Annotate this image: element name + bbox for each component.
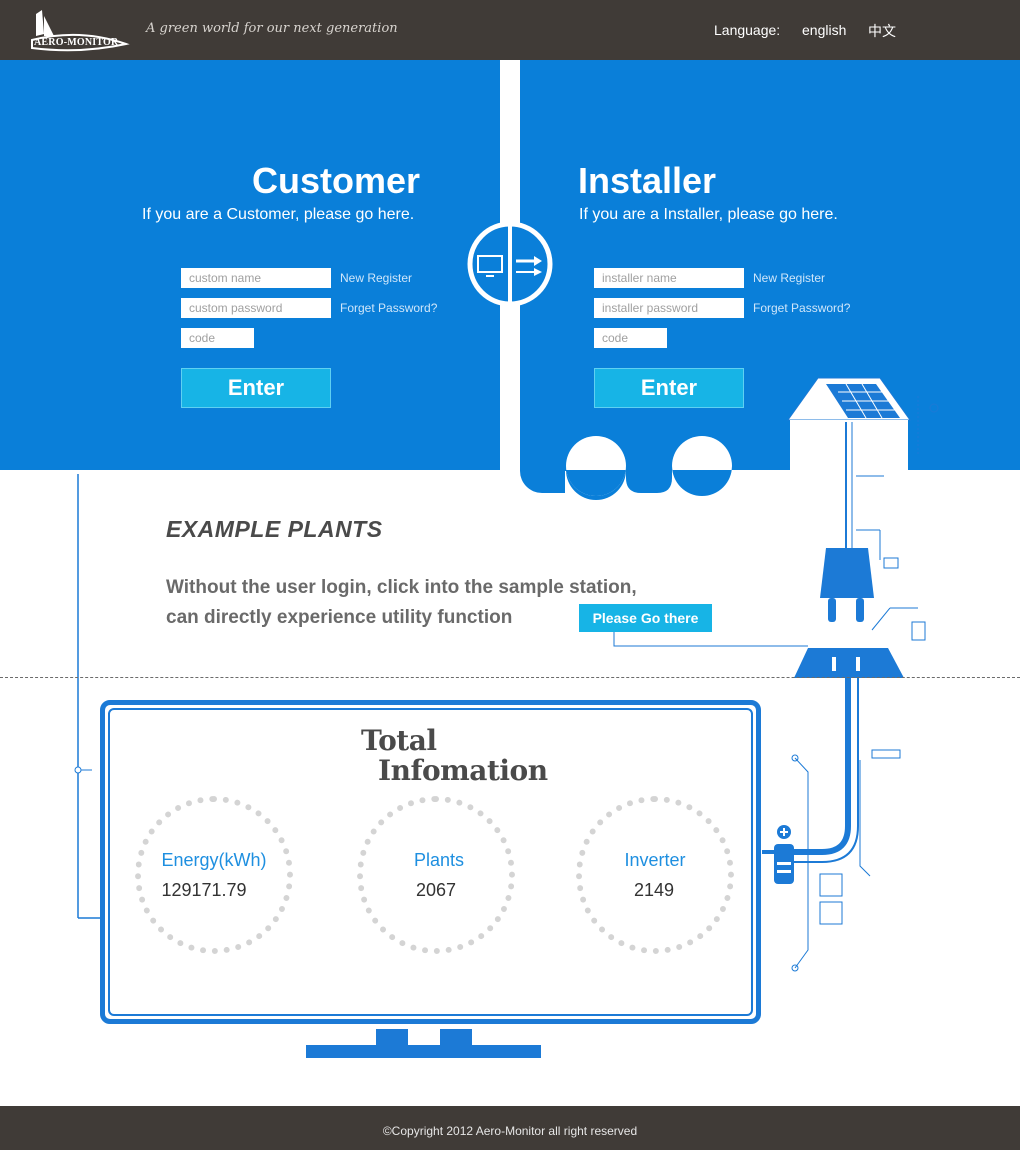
- customer-subtitle: If you are a Customer, please go here.: [142, 206, 415, 223]
- energy-stat-circle: [135, 796, 293, 954]
- panel-decoration: [520, 470, 565, 493]
- copyright-text: ©Copyright 2012 Aero-Monitor all right r…: [382, 1124, 638, 1138]
- inverter-stat-label: Inverter: [624, 850, 686, 870]
- customer-forget-password-link[interactable]: Forget Password?: [340, 301, 438, 315]
- energy-stat-label: Energy(kWh): [161, 850, 267, 870]
- customer-enter-button[interactable]: Enter: [181, 368, 331, 408]
- monitor-screen: [108, 708, 753, 1016]
- monitor-stand: [306, 1045, 541, 1058]
- monitor-neck-right: [440, 1029, 472, 1046]
- installer-enter-button[interactable]: Enter: [594, 368, 744, 408]
- example-description-line2: can directly experience utility function: [166, 607, 513, 628]
- installer-password-input[interactable]: [594, 298, 744, 318]
- logo-text: AERO-MONITOR: [34, 37, 119, 48]
- panel-divider: [500, 60, 520, 224]
- customer-panel: [0, 60, 500, 470]
- customer-name-input[interactable]: [181, 268, 331, 288]
- customer-password-input[interactable]: [181, 298, 331, 318]
- example-plants-title: EXAMPLE PLANTS: [166, 516, 383, 542]
- installer-panel: [520, 60, 1020, 470]
- tagline: A green world for our next generation: [146, 21, 398, 36]
- plants-stat-label: Plants: [413, 850, 465, 870]
- total-info-title-line1: Total: [361, 724, 437, 757]
- inverter-stat-value: 2149: [633, 880, 675, 900]
- footer-bar: [0, 1106, 1020, 1150]
- total-info-title-line2: Infomation: [378, 754, 548, 787]
- monitor-neck-left: [376, 1029, 408, 1046]
- example-description-line1: Without the user login, click into the s…: [166, 577, 637, 598]
- installer-title: Installer: [578, 160, 717, 201]
- customer-title: Customer: [252, 160, 421, 201]
- installer-subtitle: If you are a Installer, please go here.: [579, 206, 838, 223]
- plants-stat-value: 2067: [415, 880, 457, 900]
- language-english-link[interactable]: english: [802, 22, 847, 38]
- customer-new-register-link[interactable]: New Register: [340, 271, 413, 285]
- installer-name-input[interactable]: [594, 268, 744, 288]
- panel-divider-lower: [500, 304, 520, 470]
- section-divider: [0, 677, 1020, 678]
- energy-stat-value: 129171.79: [161, 880, 247, 900]
- plants-stat-circle: [357, 796, 515, 954]
- language-label: Language:: [714, 22, 781, 38]
- logo-airplane-icon[interactable]: [30, 6, 130, 54]
- customer-code-input[interactable]: [181, 328, 254, 348]
- installer-new-register-link[interactable]: New Register: [753, 271, 826, 285]
- installer-forget-password-link[interactable]: Forget Password?: [753, 301, 851, 315]
- inverter-stat-circle: [576, 796, 734, 954]
- please-go-there-button[interactable]: Please Go there: [579, 604, 712, 632]
- header-bar: [0, 0, 1020, 60]
- installer-code-input[interactable]: [594, 328, 667, 348]
- language-chinese-link[interactable]: 中文: [868, 23, 896, 39]
